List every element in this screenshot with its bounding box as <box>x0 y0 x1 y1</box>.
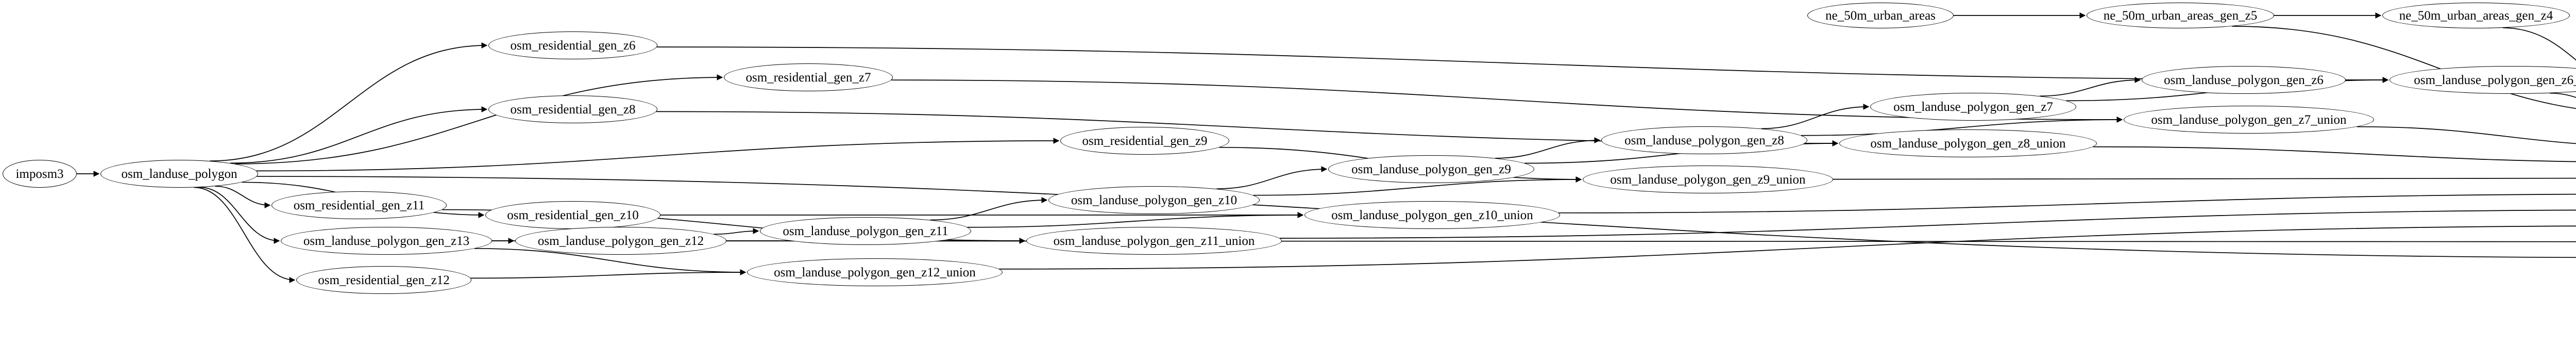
graph-node-osm_landuse_polygon_gen_z10_union[interactable]: osm_landuse_polygon_gen_z10_union <box>1304 201 1560 229</box>
graph-edge <box>256 138 1060 172</box>
graph-node-label: osm_residential_gen_z8 <box>510 102 636 117</box>
graph-node-label: osm_landuse_polygon_gen_z6 <box>2164 73 2324 87</box>
graph-node-ne_50m_urban_areas_gen_z4[interactable]: ne_50m_urban_areas_gen_z4 <box>2382 3 2570 28</box>
graph-edge <box>967 212 1304 228</box>
graph-node-osm_residential_gen_z12[interactable]: osm_residential_gen_z12 <box>296 266 471 294</box>
graph-edge <box>1801 117 2123 136</box>
graph-node-label: osm_landuse_polygon_gen_z9 <box>1351 162 1511 176</box>
graph-edge <box>194 187 296 283</box>
graph-node-osm_residential_gen_z6[interactable]: osm_residential_gen_z6 <box>488 31 657 59</box>
graph-edge <box>1279 209 2576 239</box>
graph-node-label: osm_landuse_polygon_gen_z10_union <box>1331 208 1533 222</box>
graph-node-osm_landuse_polygon_gen_z12_union[interactable]: osm_landuse_polygon_gen_z12_union <box>747 258 1003 286</box>
graph-node-label: imposm3 <box>15 167 64 181</box>
graph-edge <box>2503 27 2576 61</box>
graph-node-osm_landuse_polygon_gen_z7_union[interactable]: osm_landuse_polygon_gen_z7_union <box>2124 106 2374 134</box>
graph-node-label: osm_residential_gen_z7 <box>745 70 871 85</box>
graph-node-ne_50m_urban_areas_gen_z5[interactable]: ne_50m_urban_areas_gen_z5 <box>2087 3 2274 28</box>
graph-node-label: osm_residential_gen_z6 <box>510 38 636 53</box>
graph-edge <box>1833 177 2576 180</box>
graph-node-osm_landuse_polygon_gen_z9_union[interactable]: osm_landuse_polygon_gen_z9_union <box>1583 166 1833 193</box>
graph-node-label: osm_landuse_polygon_gen_z11 <box>783 224 948 238</box>
graph-node-label: ne_50m_urban_areas_gen_z5 <box>2103 8 2258 23</box>
graph-edge <box>474 248 747 275</box>
graph-edge <box>210 42 488 161</box>
graph-edge <box>2093 146 2576 162</box>
graph-node-label: osm_landuse_polygon_gen_z13 <box>303 234 470 248</box>
graph-edge <box>234 74 723 164</box>
graph-node-label: osm_landuse_polygon_gen_z8 <box>1624 133 1784 147</box>
graph-node-label: osm_landuse_polygon_gen_z10 <box>1071 193 1238 207</box>
graph-node-osm_landuse_polygon_gen_z12[interactable]: osm_landuse_polygon_gen_z12 <box>515 227 726 255</box>
graph-node-label: osm_landuse_polygon_gen_z8_union <box>1870 136 2066 151</box>
graph-node-osm_residential_gen_z11[interactable]: osm_residential_gen_z11 <box>272 191 447 219</box>
graph-node-label: ne_50m_urban_areas <box>1825 8 1936 23</box>
graph-node-osm_residential_gen_z9[interactable]: osm_residential_gen_z9 <box>1060 127 1229 155</box>
graph-node-osm_landuse_polygon_gen_z8_union[interactable]: osm_landuse_polygon_gen_z8_union <box>1839 129 2097 157</box>
graph-node-label: osm_landuse_polygon_gen_z12 <box>537 234 704 248</box>
graph-node-label: osm_landuse_polygon_gen_z12_union <box>774 265 976 279</box>
graph-node-label: osm_landuse_polygon_gen_z9_union <box>1610 172 1806 187</box>
graph-edge <box>1558 193 2576 213</box>
graph-edge <box>1495 137 1601 159</box>
graph-edge <box>1761 104 1870 129</box>
graph-edge <box>930 197 1048 221</box>
graph-node-label: osm_residential_gen_z11 <box>293 198 425 212</box>
graph-node-osm_landuse_polygon[interactable]: osm_landuse_polygon <box>100 160 258 188</box>
graph-edge <box>2039 77 2141 97</box>
graph-node-label: osm_residential_gen_z12 <box>318 273 450 287</box>
graph-edge <box>999 225 2576 270</box>
graph-node-osm_landuse_polygon_gen_z10[interactable]: osm_landuse_polygon_gen_z10 <box>1048 186 1260 214</box>
graph-node-osm_residential_gen_z7[interactable]: osm_residential_gen_z7 <box>724 63 893 91</box>
graph-edge <box>2549 92 2576 98</box>
graph-edge <box>656 46 2389 83</box>
graph-node-osm_residential_gen_z10[interactable]: osm_residential_gen_z10 <box>485 201 660 229</box>
graph-node-label: osm_residential_gen_z9 <box>1082 134 1208 148</box>
graph-node-label: osm_landuse_polygon_gen_z7_union <box>2151 112 2347 127</box>
graph-edge <box>1216 166 1328 190</box>
graph-node-osm_landuse_polygon_gen_z8[interactable]: osm_landuse_polygon_gen_z8 <box>1601 126 1807 154</box>
graph-node-osm_landuse_polygon_gen_z7[interactable]: osm_landuse_polygon_gen_z7 <box>1870 93 2076 121</box>
graph-node-osm_landuse_polygon_gen_z11_union[interactable]: osm_landuse_polygon_gen_z11_union <box>1026 227 1282 255</box>
graph-node-label: osm_landuse_polygon_gen_z11_union <box>1053 234 1255 248</box>
graph-node-osm_residential_gen_z8[interactable]: osm_residential_gen_z8 <box>488 95 657 123</box>
graph-node-label: osm_landuse_polygon_gen_z6_union <box>2414 73 2576 87</box>
graph-edge <box>230 106 488 164</box>
graph-node-label: ne_50m_urban_areas_gen_z4 <box>2399 8 2553 23</box>
graph-node-label: osm_landuse_polygon_gen_z7 <box>1893 100 2053 114</box>
graph-node-osm_landuse_polygon_gen_z9[interactable]: osm_landuse_polygon_gen_z9 <box>1328 155 1534 183</box>
graph-edge <box>199 187 280 244</box>
graph-node-osm_landuse_polygon_gen_z11[interactable]: osm_landuse_polygon_gen_z11 <box>760 217 971 245</box>
graph-edge <box>714 228 759 235</box>
graph-edge <box>470 269 747 279</box>
graph-edge <box>2357 126 2576 144</box>
graph-edge <box>1253 176 1582 196</box>
graph-node-osm_landuse_polygon_gen_z13[interactable]: osm_landuse_polygon_gen_z13 <box>281 227 492 255</box>
graph-node-label: osm_residential_gen_z10 <box>507 208 639 222</box>
graph-node-osm_landuse_polygon_gen_z6[interactable]: osm_landuse_polygon_gen_z6 <box>2142 66 2346 94</box>
graph-node-label: osm_landuse_polygon <box>121 167 238 181</box>
graph-node-imposm3[interactable]: imposm3 <box>3 160 77 188</box>
graph-edge <box>891 79 2123 123</box>
graph-node-ne_50m_urban_areas[interactable]: ne_50m_urban_areas <box>1807 3 1954 28</box>
graph-edge <box>215 186 271 208</box>
